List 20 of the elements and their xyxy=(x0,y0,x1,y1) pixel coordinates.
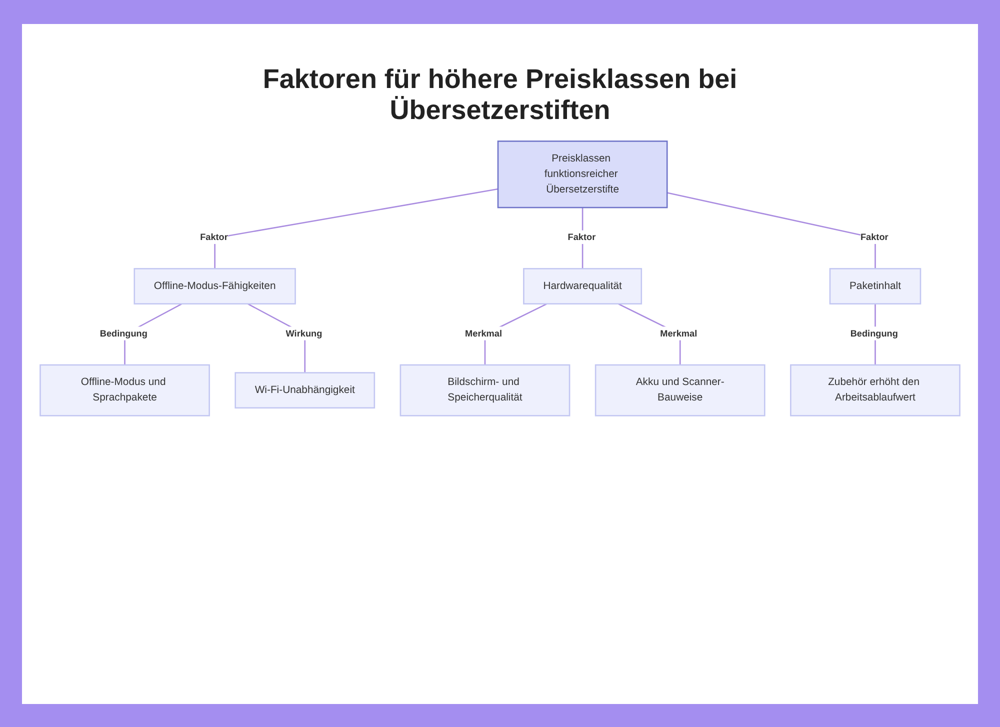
node-box: Offline-Modus und Sprachpakete xyxy=(40,364,210,416)
node-box: Zubehör erhöht den Arbeitsablaufwert xyxy=(790,364,960,416)
node-box: Paketinhalt xyxy=(829,268,922,305)
connector xyxy=(214,188,498,269)
edge-label: Merkmal xyxy=(660,328,698,338)
node-box: Preisklassen funktionsreicher Übersetzerstifte xyxy=(497,140,668,208)
connector xyxy=(666,192,876,269)
node-box: Offline-Modus-Fähigkeiten xyxy=(134,268,296,305)
node-box: Wi-Fi-Unabhängigkeit xyxy=(234,372,376,409)
edge-label: Faktor xyxy=(568,232,596,242)
edge-label: Wirkung xyxy=(286,328,322,338)
edge-label: Bedingung xyxy=(850,328,898,338)
edge-label: Faktor xyxy=(860,232,888,242)
diagram-title: Faktoren für höhere Preisklassen bei Übersetzerstiften xyxy=(262,64,738,126)
edge-label: Bedingung xyxy=(100,328,148,338)
node-box: Hardwarequalität xyxy=(523,268,642,305)
edge-label: Faktor xyxy=(200,232,228,242)
node-box: Bildschirm- und Speicherqualität xyxy=(400,364,570,416)
edge-label: Merkmal xyxy=(465,328,502,338)
node-box: Akku und Scanner-Bauweise xyxy=(594,364,766,416)
